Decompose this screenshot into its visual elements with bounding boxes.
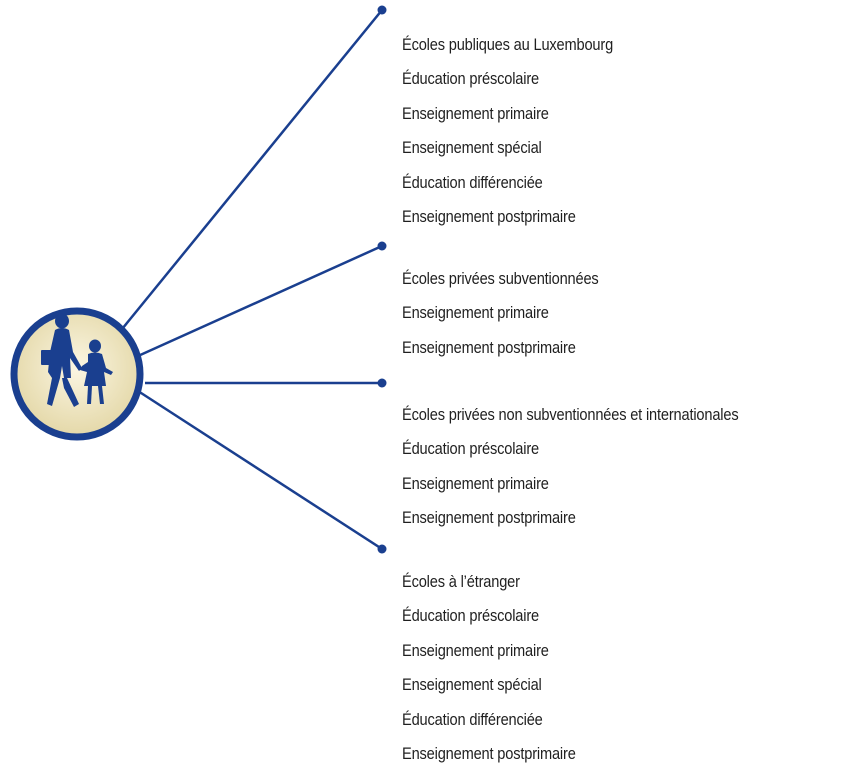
connectors	[117, 5, 387, 554]
school-children-icon	[10, 307, 144, 441]
list-item: Éducation préscolaire	[402, 606, 539, 626]
connector-line-1	[117, 9, 383, 335]
group-title: Écoles privées non subventionnées et int…	[402, 405, 739, 424]
connector-dot-1	[377, 5, 387, 15]
group-title: Écoles à l’étranger	[402, 572, 520, 591]
list-item: Éducation différenciée	[402, 172, 543, 192]
list-item: Enseignement primaire	[402, 303, 549, 323]
list-item: Enseignement postprimaire	[402, 207, 576, 227]
list-item: Éducation préscolaire	[402, 439, 539, 459]
center-circle	[10, 307, 144, 441]
connector-dot-3	[377, 378, 387, 388]
group-subsidized-private-schools: Écoles privées subventionnées Enseigneme…	[402, 262, 631, 365]
group-title: Écoles privées subventionnées	[402, 269, 599, 288]
connector-line-2	[137, 244, 383, 358]
list-item: Enseignement primaire	[402, 473, 549, 493]
list-item: Enseignement primaire	[402, 103, 549, 123]
list-item: Enseignement postprimaire	[402, 508, 576, 528]
child-silhouette	[80, 339, 113, 404]
list-item: Éducation préscolaire	[402, 69, 539, 89]
group-title: Écoles publiques au Luxembourg	[402, 35, 614, 54]
list-item: Enseignement postprimaire	[402, 337, 576, 357]
group-public-schools: Écoles publiques au Luxembourg Éducation…	[402, 28, 647, 234]
connector-dot-2	[377, 241, 387, 251]
list-item: Enseignement primaire	[402, 640, 549, 660]
adult-silhouette	[41, 313, 82, 407]
group-non-subsidized-international-schools: Écoles privées non subventionnées et int…	[402, 398, 793, 536]
list-item: Éducation différenciée	[402, 709, 543, 729]
list-item: Enseignement postprimaire	[402, 744, 576, 764]
group-schools-abroad: Écoles à l’étranger Éducation préscolair…	[402, 565, 604, 771]
connector-line-4	[137, 389, 383, 551]
connector-dot-4	[377, 544, 387, 554]
list-item: Enseignement spécial	[402, 138, 542, 158]
list-item: Enseignement spécial	[402, 675, 542, 695]
